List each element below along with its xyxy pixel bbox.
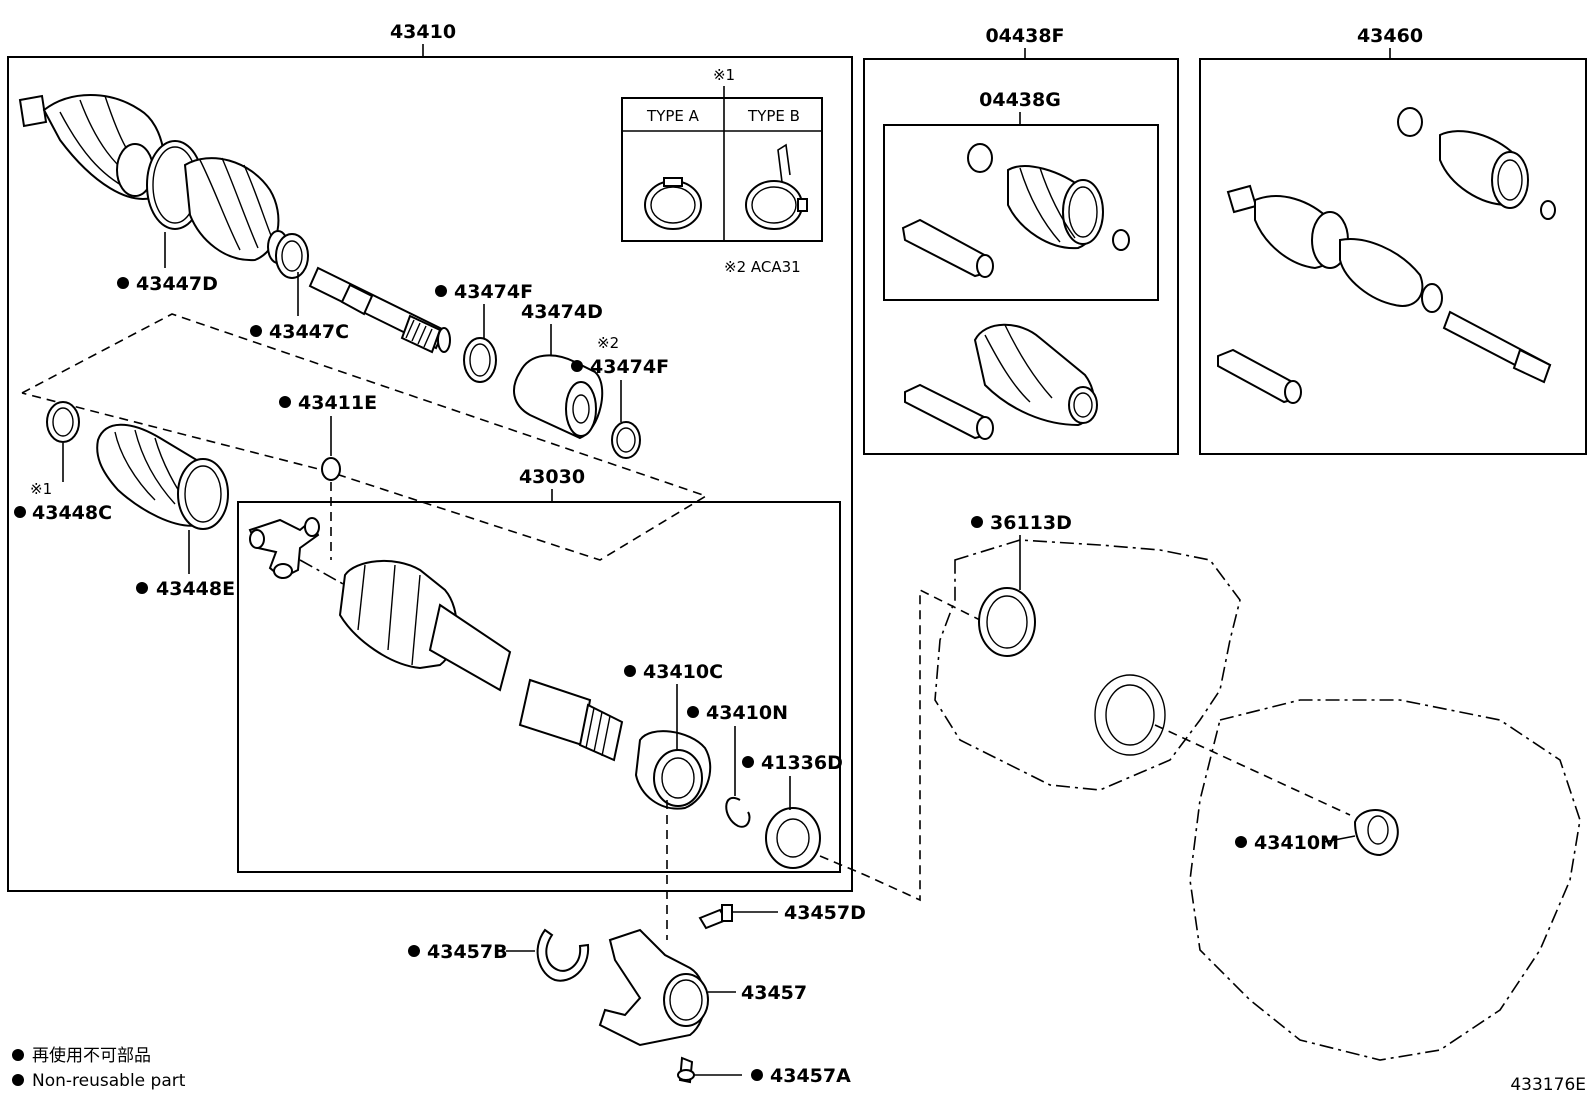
- callout-43447D[interactable]: 43447D: [117, 232, 218, 295]
- kit-43460: [1217, 107, 1556, 404]
- callout-43410C[interactable]: 43410C: [624, 661, 723, 750]
- svg-text:※2: ※2: [597, 334, 619, 352]
- svg-text:43410C: 43410C: [643, 661, 723, 683]
- label-04438G[interactable]: 04438G: [979, 89, 1061, 111]
- svg-text:43447D: 43447D: [136, 273, 218, 295]
- clip-43457B: [536, 928, 590, 982]
- drive-shaft-upper: [18, 94, 451, 354]
- callout-43411E[interactable]: 43411E: [279, 392, 377, 456]
- group-box-43030: [237, 501, 841, 873]
- callout-43410M[interactable]: 43410M: [1235, 832, 1356, 854]
- callout-43457B[interactable]: 43457B: [408, 941, 535, 963]
- legend-en: Non-reusable part: [32, 1071, 186, 1091]
- clamp-type-b-icon: [745, 180, 803, 230]
- svg-text:43457: 43457: [741, 982, 807, 1004]
- svg-text:41336D: 41336D: [761, 752, 843, 774]
- snap-ring-43410N: [725, 796, 751, 828]
- type-a-label: TYPE A: [646, 107, 700, 125]
- clamp-43448C: [46, 401, 80, 443]
- label-04438F[interactable]: 04438F: [985, 25, 1064, 47]
- svg-text:43457B: 43457B: [427, 941, 508, 963]
- clamp-43474F-lower: [611, 421, 641, 459]
- svg-text:43447C: 43447C: [269, 321, 349, 343]
- callout-43410N[interactable]: 43410N: [687, 702, 788, 796]
- svg-text:43474D: 43474D: [521, 301, 603, 323]
- callout-43448C[interactable]: ※1 43448C: [14, 443, 112, 524]
- tripod-icon: [248, 518, 320, 580]
- note-1: ※1: [713, 66, 735, 84]
- callout-36113D[interactable]: 36113D: [971, 512, 1072, 590]
- group-box-04438F: [863, 58, 1179, 455]
- legend-bullet-icon: [12, 1074, 24, 1086]
- transaxle-housing: [934, 539, 1581, 1061]
- svg-text:43474F: 43474F: [454, 281, 533, 303]
- kit-04438G: [901, 143, 1130, 278]
- callout-43448E[interactable]: 43448E: [136, 530, 235, 600]
- svg-text:43448E: 43448E: [156, 578, 235, 600]
- figure-id: 433176E: [1510, 1075, 1586, 1095]
- legend: 再使用不可部品 Non-reusable part: [12, 1045, 186, 1091]
- group-box-43460: [1199, 58, 1587, 455]
- clamp-type-inset: ※1 TYPE A TYPE B: [621, 66, 823, 242]
- inner-joint-group: [248, 517, 821, 869]
- seal-43410M: [1353, 809, 1399, 857]
- callout-43447C[interactable]: 43447C: [250, 272, 349, 343]
- svg-text:43457A: 43457A: [770, 1065, 851, 1087]
- svg-text:36113D: 36113D: [990, 512, 1072, 534]
- svg-text:43474F: 43474F: [590, 356, 669, 378]
- callout-43474D[interactable]: 43474D: [521, 301, 603, 355]
- callout-43457[interactable]: 43457: [708, 982, 807, 1004]
- group-box-43410: [7, 56, 853, 892]
- svg-text:43411E: 43411E: [298, 392, 377, 414]
- callout-41336D[interactable]: 41336D: [742, 752, 843, 810]
- inner-boot-group: [46, 401, 229, 530]
- callout-43474F-a[interactable]: 43474F: [435, 281, 533, 338]
- type-b-label: TYPE B: [747, 107, 800, 125]
- kit-04438F: [904, 323, 1098, 440]
- legend-jp: 再使用不可部品: [32, 1045, 151, 1066]
- label-43410[interactable]: 43410: [390, 21, 456, 43]
- svg-text:43457D: 43457D: [784, 902, 866, 924]
- bracket-group: [536, 904, 733, 1084]
- svg-text:43448C: 43448C: [32, 502, 112, 524]
- callout-43457A[interactable]: 43457A: [694, 1065, 851, 1087]
- svg-text:43410N: 43410N: [706, 702, 788, 724]
- clamp-type-a-icon: [644, 180, 702, 230]
- damper-group: [463, 337, 641, 459]
- callout-43457D[interactable]: 43457D: [732, 902, 866, 924]
- label-43460[interactable]: 43460: [1357, 25, 1423, 47]
- callout-43474F-b[interactable]: ※2 43474F: [571, 334, 669, 422]
- svg-text:43410M: 43410M: [1254, 832, 1339, 854]
- snap-ring-43411E: [321, 457, 341, 481]
- svg-text:※1: ※1: [30, 480, 52, 498]
- svg-text:43030: 43030: [519, 466, 585, 488]
- callout-43030[interactable]: 43030: [519, 466, 585, 502]
- legend-bullet-icon: [12, 1049, 24, 1061]
- note-2-aca31: ※2 ACA31: [724, 258, 801, 276]
- group-box-04438G: [883, 124, 1159, 301]
- seal-41336D: [765, 807, 821, 869]
